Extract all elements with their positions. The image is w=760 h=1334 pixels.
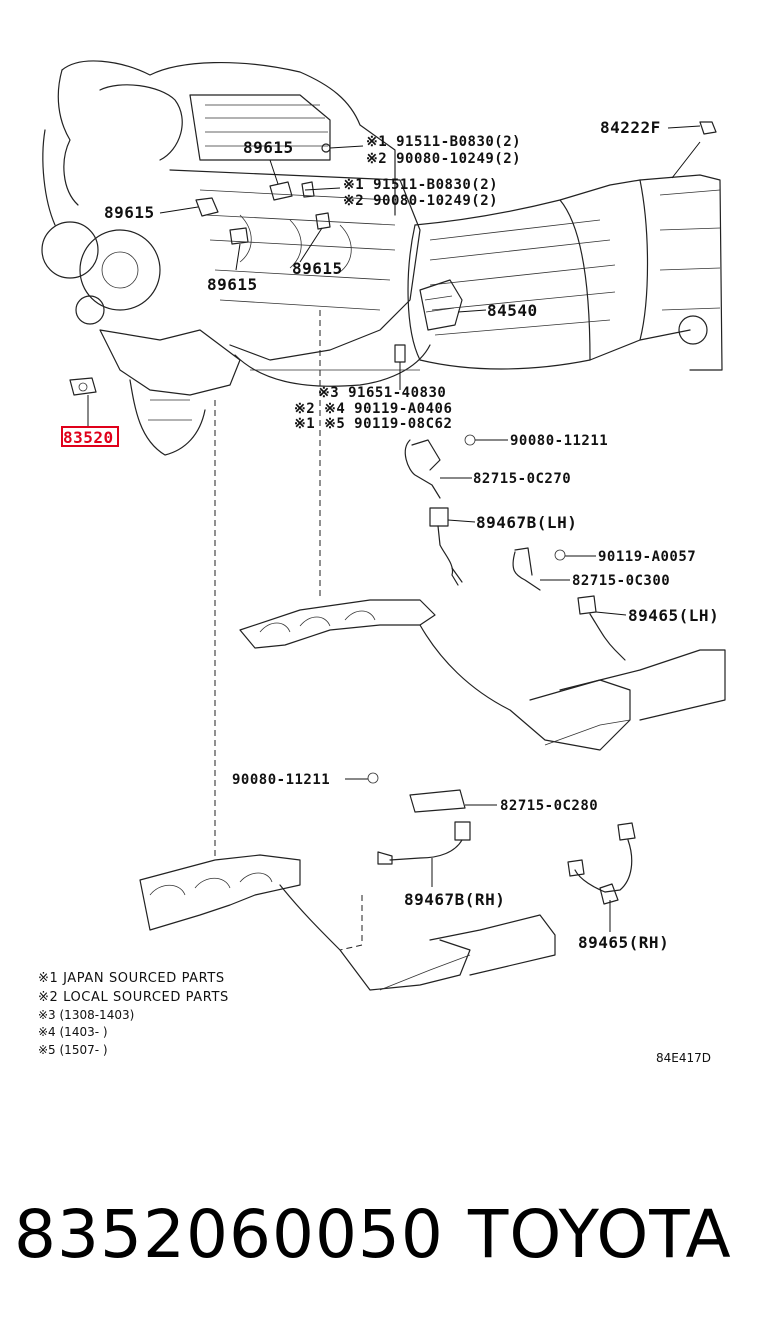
callout-89465-rh[interactable]: 89465(RH) xyxy=(578,933,669,952)
footnote-5: ※5 (1507- ) xyxy=(38,1043,108,1057)
callout-91511-b0830-upper[interactable]: ※1 91511-B0830(2) xyxy=(366,134,521,150)
footnote-2: ※2 LOCAL SOURCED PARTS xyxy=(38,990,229,1005)
footnotes: ※1 JAPAN SOURCED PARTS ※2 LOCAL SOURCED … xyxy=(38,971,711,1065)
callout-82715-0c280[interactable]: 82715-0C280 xyxy=(500,798,598,814)
callout-90119-a0406[interactable]: ※2 ※4 90119-A0406 xyxy=(294,401,452,417)
callout-89615-bottom[interactable]: 89615 xyxy=(207,275,258,294)
callout-91651-40830[interactable]: ※3 91651-40830 xyxy=(318,385,446,401)
figure-code: 84E417D xyxy=(656,1051,711,1065)
callout-89615-left[interactable]: 89615 xyxy=(104,203,155,222)
callout-90080-11211-rh[interactable]: 90080-11211 xyxy=(232,772,330,788)
engine-illustration xyxy=(41,60,431,456)
callout-84222f[interactable]: 84222F xyxy=(600,118,661,137)
reference-lines xyxy=(214,310,363,951)
callout-82715-0c270[interactable]: 82715-0C270 xyxy=(473,471,571,487)
footnote-3: ※3 (1308-1403) xyxy=(38,1008,134,1022)
callout-90119-08c62[interactable]: ※1 ※5 90119-08C62 xyxy=(294,416,452,432)
callout-labels: 84222F 89615 ※1 91511-B0830(2) ※2 90080-… xyxy=(61,118,719,952)
engine-sensors xyxy=(69,143,331,396)
transmission-illustration xyxy=(394,121,723,371)
exhaust-rh-illustration xyxy=(139,772,636,991)
callout-90080-10249-lower[interactable]: ※2 90080-10249(2) xyxy=(343,193,498,209)
callout-90080-10249-upper[interactable]: ※2 90080-10249(2) xyxy=(366,151,521,167)
callout-89467b-lh[interactable]: 89467B(LH) xyxy=(476,513,577,532)
callout-89465-lh[interactable]: 89465(LH) xyxy=(628,606,719,625)
callout-82715-0c300[interactable]: 82715-0C300 xyxy=(572,573,670,589)
footnote-4: ※4 (1403- ) xyxy=(38,1025,108,1039)
footnote-1: ※1 JAPAN SOURCED PARTS xyxy=(38,971,225,986)
leader-lines xyxy=(87,125,701,932)
callout-83520[interactable]: 83520 xyxy=(63,428,114,447)
highlight-box-83520 xyxy=(61,426,119,447)
callout-89467b-rh[interactable]: 89467B(RH) xyxy=(404,890,505,909)
exhaust-lh-illustration xyxy=(239,434,726,751)
callout-91511-b0830-lower[interactable]: ※1 91511-B0830(2) xyxy=(343,177,498,193)
caption-part-number: 8352060050 xyxy=(14,1196,444,1273)
callout-84540[interactable]: 84540 xyxy=(487,301,538,320)
callout-89615-right[interactable]: 89615 xyxy=(292,259,343,278)
callout-90080-11211-lh[interactable]: 90080-11211 xyxy=(510,433,608,449)
callout-89615-top[interactable]: 89615 xyxy=(243,138,294,157)
callout-90119-a0057[interactable]: 90119-A0057 xyxy=(598,549,696,565)
caption-brand: TOYOTA xyxy=(468,1196,732,1273)
